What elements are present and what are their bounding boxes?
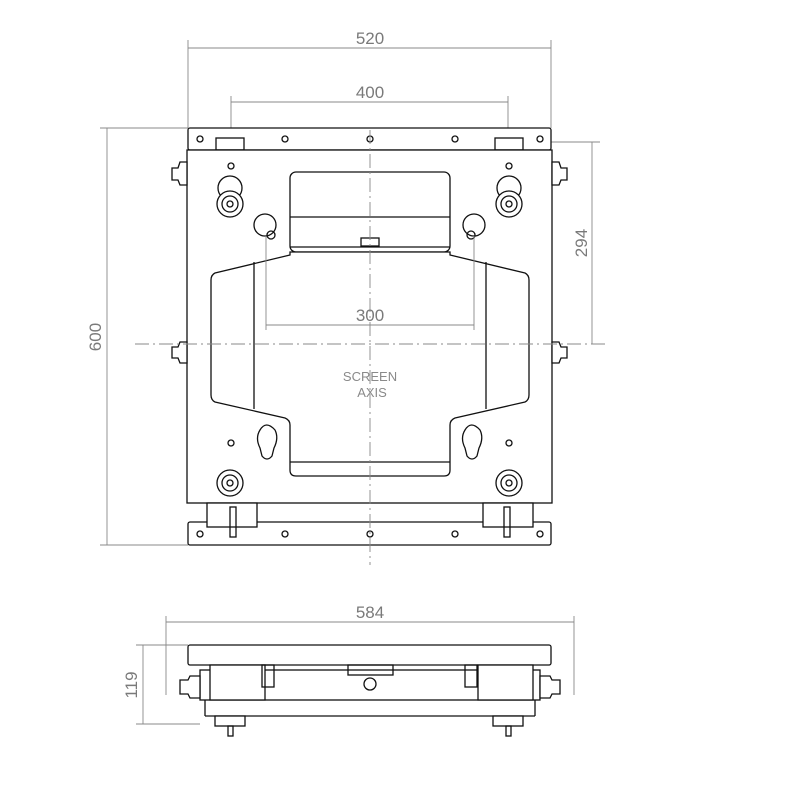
side-view (179, 644, 561, 737)
dim-400: 400 (356, 83, 384, 102)
side-knob-icons (171, 161, 568, 364)
dimension-lines (100, 40, 600, 725)
roller-icons (216, 162, 523, 497)
dim-119: 119 (122, 671, 141, 698)
dim-600: 600 (86, 323, 105, 351)
dim-520: 520 (356, 29, 384, 48)
keyhole-icons (253, 213, 486, 460)
screen-axis-label-2: AXIS (357, 385, 387, 400)
dimension-lines-300 (265, 236, 475, 330)
dim-584: 584 (356, 603, 384, 622)
front-view (135, 127, 605, 565)
dim-300: 300 (356, 306, 384, 325)
feet (206, 502, 534, 538)
screen-axis-label-1: SCREEN (343, 369, 397, 384)
dim-294: 294 (572, 229, 591, 257)
